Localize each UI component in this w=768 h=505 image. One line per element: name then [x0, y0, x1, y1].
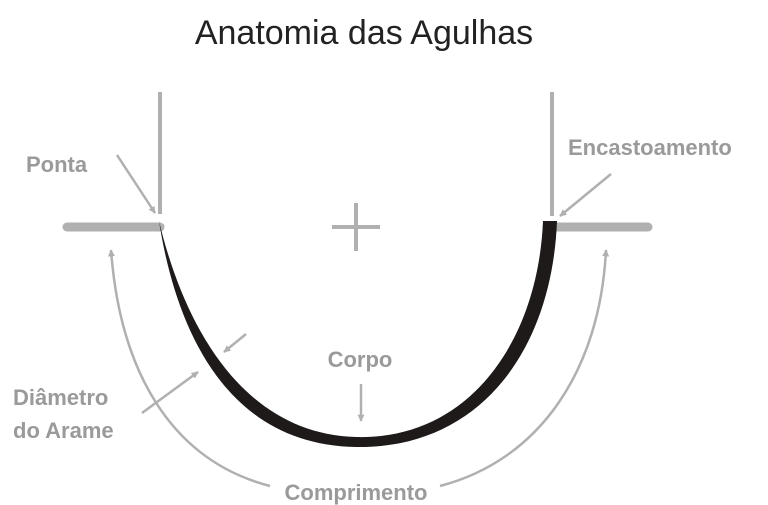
- label-diametro-line1: Diâmetro: [13, 385, 108, 410]
- comprimento-left-arc: [107, 249, 271, 488]
- needle-body: [159, 221, 557, 448]
- diametro-arrow-inner: [223, 333, 247, 353]
- label-encastoamento: Encastoamento: [568, 135, 732, 160]
- label-diametro-line2: do Arame: [13, 418, 114, 443]
- comprimento-right-arc: [439, 249, 610, 488]
- label-ponta: Ponta: [26, 152, 88, 177]
- center-cross: [332, 203, 380, 251]
- ponta-arrow: [115, 154, 157, 214]
- diagram-title: Anatomia das Agulhas: [195, 14, 533, 52]
- diametro-arrow-outer: [141, 370, 199, 415]
- label-corpo: Corpo: [328, 347, 393, 372]
- encastoamento-arrow: [559, 173, 612, 217]
- label-comprimento: Comprimento: [285, 480, 428, 505]
